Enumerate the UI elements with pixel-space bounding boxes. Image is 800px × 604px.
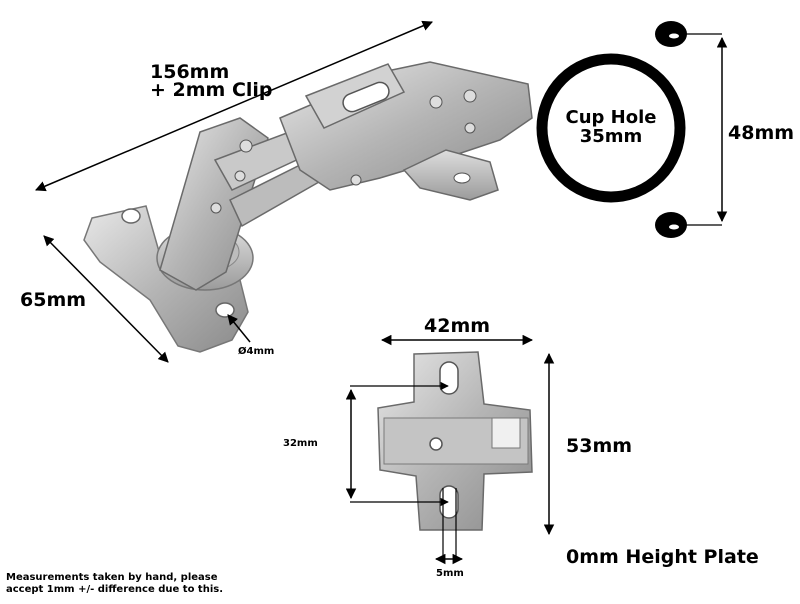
cup-spacing-label: 48mm xyxy=(728,122,795,144)
hinge-clip-label: + 2mm Clip xyxy=(150,79,273,101)
footnote-line-1: Measurements taken by hand, please xyxy=(6,572,218,583)
screw-hole-bottom xyxy=(655,212,687,238)
hinge-width-arrow xyxy=(43,235,169,363)
hinge-illustration xyxy=(83,61,533,353)
footnote-line-2: accept 1mm +/- difference due to this. xyxy=(6,584,223,595)
screw-hole-top xyxy=(655,21,687,47)
hinge-width-label: 65mm xyxy=(20,289,87,311)
cup-hole-label: Cup Hole xyxy=(565,107,657,128)
mounting-plate-illustration xyxy=(377,351,533,531)
cup-size-label: 35mm xyxy=(579,126,643,147)
plate-slot-label: 5mm xyxy=(436,568,464,579)
plate-hole-spacing-label: 32mm xyxy=(283,438,318,449)
plate-name-label: 0mm Height Plate xyxy=(566,546,759,568)
cup-hole-ring xyxy=(536,53,686,203)
plate-width-label: 42mm xyxy=(424,315,491,337)
plate-height-label: 53mm xyxy=(566,435,633,457)
hole-pointer-arrow xyxy=(227,314,251,343)
hinge-length-label: 156mm xyxy=(150,61,230,83)
hinge-length-arrow xyxy=(35,20,433,192)
hinge-hole-label: Ø4mm xyxy=(238,346,275,357)
